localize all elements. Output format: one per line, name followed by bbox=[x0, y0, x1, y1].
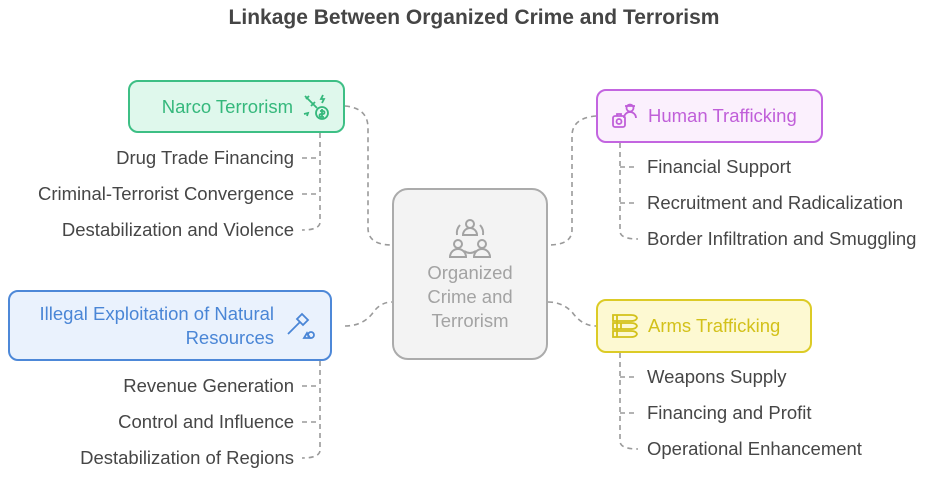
connector-arms bbox=[547, 301, 597, 327]
diagram-title: Linkage Between Organized Crime and Terr… bbox=[228, 6, 720, 29]
branch-label: Illegal Exploitation of Natural Resource… bbox=[40, 302, 274, 350]
illegal-item: Destabilization of Regions bbox=[80, 447, 294, 468]
branch-label: Narco Terrorism bbox=[161, 95, 293, 117]
narco-item: Destabilization and Violence bbox=[61, 219, 294, 240]
branch-illegal-exploitation[interactable]: Illegal Exploitation of Natural Resource… bbox=[8, 290, 332, 361]
bullets-icon bbox=[610, 311, 640, 341]
illegal-subtree bbox=[301, 361, 321, 459]
human-item: Border Infiltration and Smuggling bbox=[647, 228, 917, 249]
narco-subtree bbox=[301, 133, 321, 231]
branch-label: Human Trafficking bbox=[648, 105, 797, 126]
connector-human bbox=[547, 115, 597, 246]
human-item: Financial Support bbox=[647, 156, 791, 177]
central-label-line2: Crime and bbox=[427, 286, 513, 307]
human-subtree bbox=[619, 143, 639, 240]
illegal-item: Control and Influence bbox=[118, 411, 294, 432]
arms-item: Operational Enhancement bbox=[647, 438, 862, 459]
group-network-icon bbox=[447, 215, 493, 261]
narco-item: Criminal-Terrorist Convergence bbox=[38, 183, 294, 204]
human-item: Recruitment and Radicalization bbox=[647, 192, 904, 213]
connector-narco bbox=[344, 105, 393, 246]
arms-item: Financing and Profit bbox=[647, 402, 812, 423]
central-label-line3: Terrorism bbox=[431, 310, 509, 331]
arms-item: Weapons Supply bbox=[647, 366, 787, 387]
axe-resources-icon bbox=[284, 310, 316, 342]
central-label-line1: Organized bbox=[427, 262, 513, 283]
narco-item: Drug Trade Financing bbox=[116, 147, 294, 168]
arms-subtree bbox=[619, 353, 639, 450]
central-node[interactable]: Organized Crime and Terrorism bbox=[392, 188, 548, 360]
drug-money-icon bbox=[301, 92, 331, 122]
branch-label-line2: Resources bbox=[185, 326, 274, 348]
connector-illegal bbox=[344, 301, 393, 327]
illegal-item: Revenue Generation bbox=[123, 375, 294, 396]
branch-label-line1: Illegal Exploitation of Natural bbox=[39, 302, 274, 324]
branch-label: Arms Trafficking bbox=[648, 315, 781, 336]
person-luggage-icon bbox=[610, 101, 640, 131]
branch-human-trafficking[interactable]: Human Trafficking bbox=[596, 89, 823, 143]
branch-narco-terrorism[interactable]: Narco Terrorism bbox=[128, 80, 345, 133]
branch-arms-trafficking[interactable]: Arms Trafficking bbox=[596, 299, 812, 353]
